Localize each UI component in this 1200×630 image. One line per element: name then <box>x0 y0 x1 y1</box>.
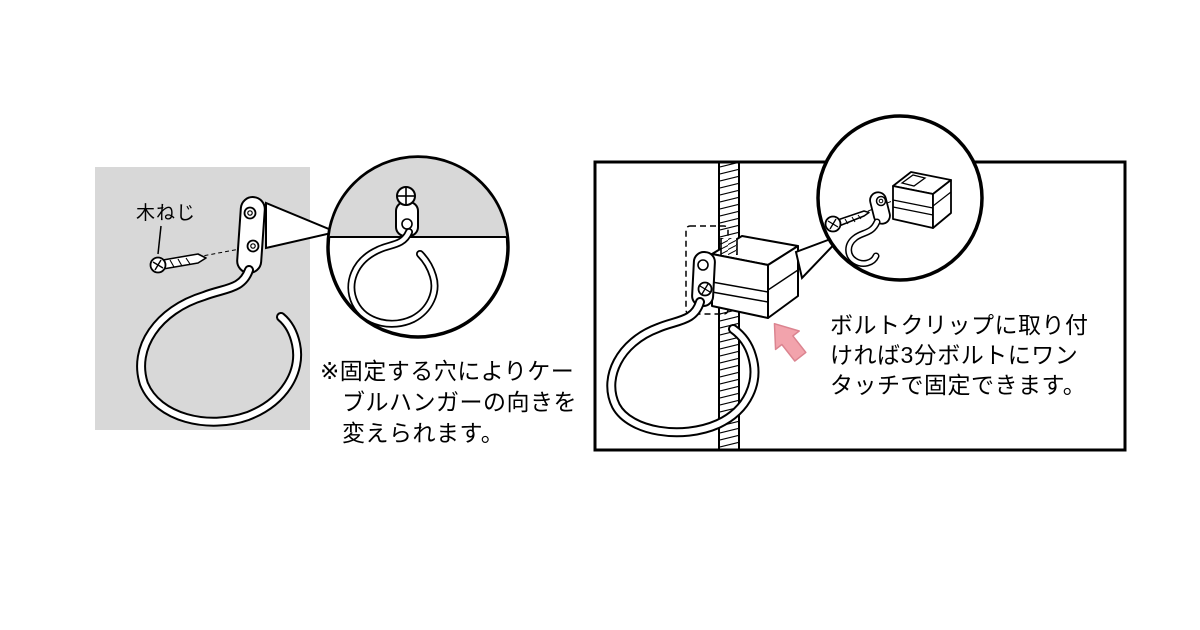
inset-right-hook <box>845 218 881 267</box>
magnifier-inset-left <box>326 155 510 339</box>
pointer-wedge-left <box>265 201 340 250</box>
inset-left-screw-head <box>395 186 419 237</box>
note-line-1: ※固定する穴によりケー <box>320 358 575 384</box>
inset-right-ring-terminal <box>869 191 891 225</box>
inset-right-screw <box>824 210 870 233</box>
hanger-tab-on-clip <box>691 251 716 308</box>
magnifier-inset-right <box>816 114 984 282</box>
wood-screw-label: 木ねじ <box>136 203 197 224</box>
cable-hanger-hook-right <box>606 297 760 438</box>
caption-line-3: タッチで固定できます。 <box>830 372 1087 398</box>
label-leader-line <box>157 225 162 255</box>
attach-arrow-icon <box>773 322 807 362</box>
inset-right-clip <box>892 171 952 229</box>
bolt-clip <box>711 235 799 319</box>
inset-left-hook <box>347 228 439 328</box>
cable-hanger-hook <box>136 265 303 427</box>
caption-line-1: ボルトクリップに取り付 <box>830 312 1089 338</box>
wood-screw-icon <box>149 253 207 274</box>
right-figure <box>593 114 1127 452</box>
screw-axis-dashed <box>169 248 241 263</box>
note-line-3: 変えられます。 <box>342 420 505 446</box>
hanger-mount-tab <box>236 196 266 274</box>
caption-line-2: ければ3分ボルトにワン <box>830 342 1079 368</box>
note-line-2: ブルハンガーの向きを <box>342 389 577 415</box>
